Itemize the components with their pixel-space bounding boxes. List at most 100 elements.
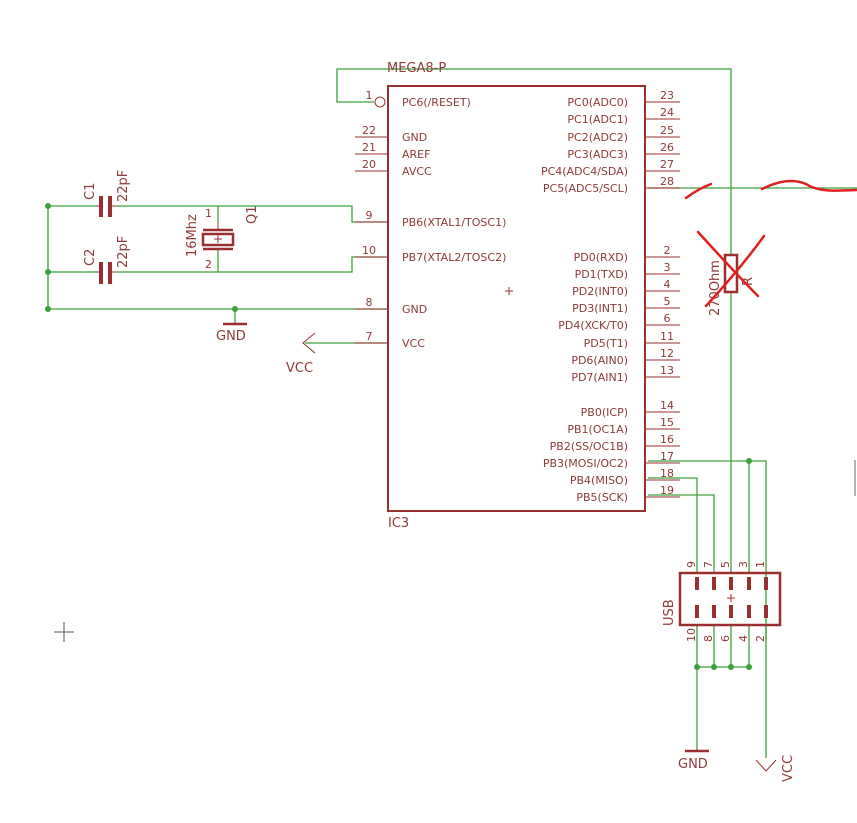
capacitor-c1: C1 22pF bbox=[83, 170, 131, 217]
pin-name: PC0(ADC0) bbox=[567, 96, 628, 109]
pin-name: PC2(ADC2) bbox=[567, 131, 628, 144]
pin-number: 8 bbox=[366, 296, 373, 309]
usb-connector: USB bbox=[662, 571, 782, 627]
pin-number: 22 bbox=[362, 124, 376, 137]
pin-name: PB1(OC1A) bbox=[567, 423, 628, 436]
c1-name: C1 bbox=[83, 183, 98, 200]
pin-number: 14 bbox=[660, 399, 674, 412]
crosshair-cursor-icon bbox=[54, 622, 74, 642]
pin-name: PD2(INT0) bbox=[572, 285, 628, 298]
pin-name: AVCC bbox=[402, 165, 432, 178]
usb-pin-number: 8 bbox=[702, 635, 715, 642]
pin-number: 20 bbox=[362, 158, 376, 171]
gnd-bottom-label: GND bbox=[678, 757, 708, 772]
crystal-pin1: 1 bbox=[205, 207, 212, 220]
usb-pin-number: 5 bbox=[719, 561, 732, 568]
pin-number: 10 bbox=[362, 244, 376, 257]
pin-number: 4 bbox=[664, 278, 671, 291]
pin-number: 18 bbox=[660, 467, 674, 480]
pin-name: PC6(/RESET) bbox=[402, 96, 471, 109]
cross-out-mark bbox=[696, 230, 760, 298]
gnd-symbol-bottom: GND bbox=[678, 749, 709, 772]
c2-value: 22pF bbox=[116, 236, 131, 268]
resistor-name: R bbox=[741, 277, 756, 286]
crystal-q1: 1 2 16Mhz Q1 bbox=[185, 205, 260, 271]
pin-name: PD5(T1) bbox=[584, 337, 628, 350]
usb-pin-number: 7 bbox=[702, 561, 715, 568]
ic-value: MEGA8-P bbox=[387, 61, 446, 76]
pin-number: 26 bbox=[660, 141, 674, 154]
pin-name: PB7(XTAL2/TOSC2) bbox=[402, 251, 506, 264]
pin-number: 24 bbox=[660, 106, 674, 119]
usb-pin-number: 10 bbox=[685, 628, 698, 642]
pin-name: PD0(RXD) bbox=[574, 251, 628, 264]
pin-number: 6 bbox=[664, 312, 671, 325]
c1-value: 22pF bbox=[116, 170, 131, 202]
crystal-pin2: 2 bbox=[205, 258, 212, 271]
pin-number: 28 bbox=[660, 175, 674, 188]
pin-name: VCC bbox=[402, 337, 425, 350]
pin-number: 5 bbox=[664, 295, 671, 308]
usb-pin-number: 1 bbox=[754, 561, 767, 568]
pin-name: PC5(ADC5/SCL) bbox=[543, 182, 628, 195]
gnd-left-label: GND bbox=[216, 329, 246, 344]
pin-number: 7 bbox=[366, 330, 373, 343]
ic-right-pins: 23PC0(ADC0)24PC1(ADC1)25PC2(ADC2)26PC3(A… bbox=[541, 89, 680, 504]
usb-pin-number: 9 bbox=[685, 561, 698, 568]
vcc-bottom-label: VCC bbox=[781, 755, 796, 782]
pin-name: GND bbox=[402, 131, 427, 144]
red-annotation bbox=[684, 179, 857, 308]
pin-number: 17 bbox=[660, 450, 674, 463]
pin-name: PB5(SCK) bbox=[576, 491, 628, 504]
c2-name: C2 bbox=[83, 249, 98, 266]
usb-pin-number: 4 bbox=[737, 635, 750, 642]
pin-number: 9 bbox=[366, 209, 373, 222]
usb-pin-number: 6 bbox=[719, 635, 732, 642]
pin-name: PC3(ADC3) bbox=[567, 148, 628, 161]
pin-number: 23 bbox=[660, 89, 674, 102]
usb-pin-number: 3 bbox=[737, 561, 750, 568]
microcontroller-ic: MEGA8-P IC3 bbox=[374, 61, 646, 531]
pin-name: PB3(MOSI/OC2) bbox=[543, 457, 628, 470]
crystal-value: 16Mhz bbox=[185, 214, 200, 257]
pin-name: PD6(AIN0) bbox=[571, 354, 628, 367]
pin-number: 19 bbox=[660, 484, 674, 497]
vcc-symbol-left: VCC bbox=[286, 332, 316, 376]
vcc-left-label: VCC bbox=[286, 361, 313, 376]
resistor-value: 270Ohm bbox=[708, 260, 723, 316]
pin-number: 25 bbox=[660, 124, 674, 137]
pin-number: 11 bbox=[660, 330, 674, 343]
pin-name: PD1(TXD) bbox=[575, 268, 628, 281]
connector-name: USB bbox=[662, 599, 677, 626]
pin-name: PB2(SS/OC1B) bbox=[550, 440, 628, 453]
ic-name: IC3 bbox=[388, 516, 409, 531]
pin-name: PD7(AIN1) bbox=[571, 371, 628, 384]
pin-name: PB4(MISO) bbox=[570, 474, 628, 487]
